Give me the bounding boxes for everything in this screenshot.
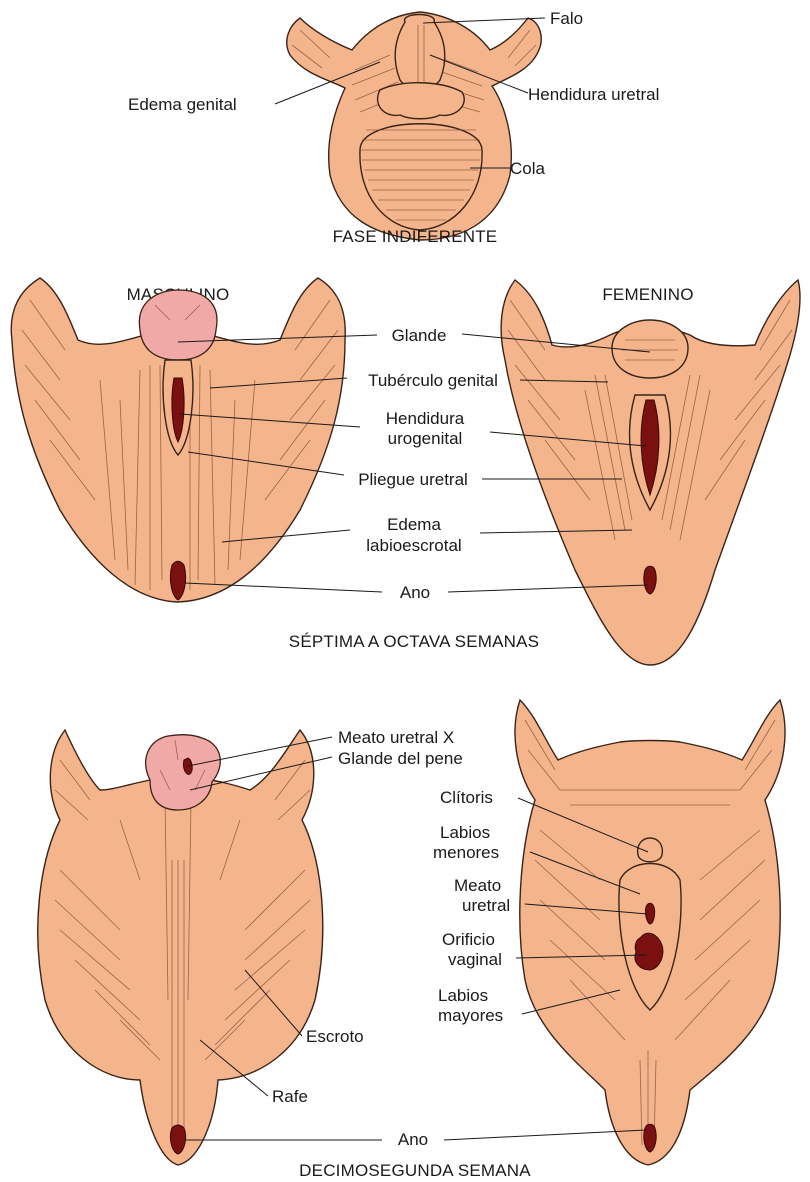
- indifferent-stage-figure: [287, 12, 541, 240]
- label-glans: Glande: [392, 326, 447, 345]
- male-week7-8-figure: [11, 278, 345, 602]
- label-anus-week12: Ano: [398, 1130, 428, 1149]
- label-genital-tubercle: Tubérculo genital: [368, 371, 498, 390]
- label-urethral-fold: Pliegue uretral: [358, 470, 468, 489]
- label-raphe: Rafe: [272, 1087, 308, 1106]
- label-labioscrotal-1: Edema: [387, 515, 441, 534]
- caption-indifferent-stage: FASE INDIFERENTE: [333, 227, 498, 246]
- label-urogenital-groove-2: urogenital: [388, 429, 463, 448]
- label-anus-week7-8: Ano: [400, 583, 430, 602]
- label-urethral-meatus-1: Meato: [454, 876, 501, 895]
- label-urethral-meatus-2: uretral: [462, 896, 510, 915]
- female-week12-figure: [515, 700, 785, 1165]
- label-urethral-groove: Hendidura uretral: [528, 85, 659, 104]
- label-urogenital-groove-1: Hendidura: [386, 409, 465, 428]
- label-phallus: Falo: [550, 9, 583, 28]
- label-labia-majora-2: mayores: [438, 1006, 503, 1025]
- label-labia-minora-2: menores: [433, 843, 499, 862]
- label-glans-penis: Glande del pene: [338, 749, 463, 768]
- label-scrotum: Escroto: [306, 1027, 364, 1046]
- label-labia-majora-1: Labios: [438, 986, 488, 1005]
- caption-week7-8: SÉPTIMA A OCTAVA SEMANAS: [289, 632, 539, 651]
- label-labioscrotal-2: labioescrotal: [366, 536, 461, 555]
- label-labia-minora-1: Labios: [440, 823, 490, 842]
- label-genital-swelling: Edema genital: [128, 95, 237, 114]
- caption-week12: DECIMOSEGUNDA SEMANA: [299, 1161, 531, 1180]
- label-vaginal-orifice-2: vaginal: [448, 950, 502, 969]
- label-clitoris: Clítoris: [440, 788, 493, 807]
- label-urethral-meatus-male: Meato uretral X: [338, 728, 454, 747]
- label-tail: Cola: [510, 159, 546, 178]
- female-week7-8-figure: [501, 280, 800, 665]
- title-female: FEMENINO: [602, 285, 693, 304]
- label-vaginal-orifice-1: Orificio: [442, 930, 495, 949]
